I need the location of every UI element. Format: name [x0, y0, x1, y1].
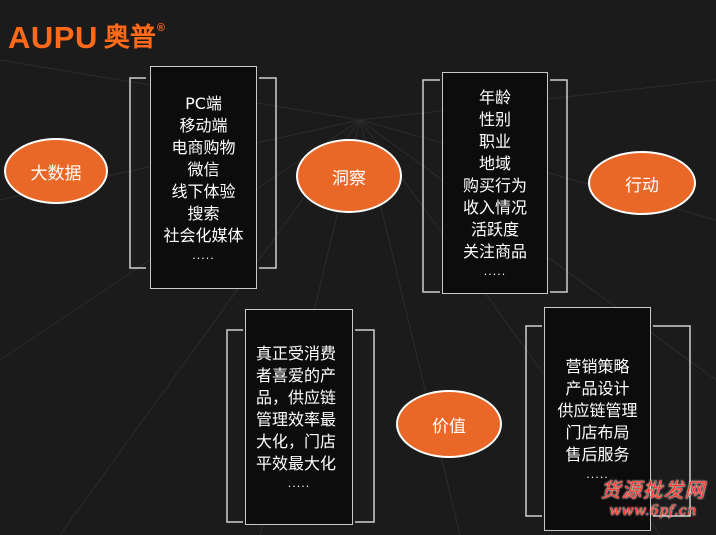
attribute-item: 性别 [478, 110, 511, 129]
attribute-item: 职业 [478, 132, 511, 151]
value-description-box: 真正受消费 者喜爱的产 品，供应链 管理效率最 大化，门店 平效最大化 ....… [245, 309, 353, 525]
value-text-line: 大化，门店 [256, 432, 337, 451]
channel-item: 微信 [187, 159, 220, 179]
channel-item: 电商购物 [171, 137, 236, 157]
function-item: 售后服务 [565, 445, 630, 464]
node-value: 价值 [396, 390, 502, 458]
aupu-logo: AUPU 奥普 ® [8, 22, 165, 54]
value-text-line: 管理效率最 [256, 410, 337, 429]
function-item: 产品设计 [565, 379, 630, 398]
attribute-item: 关注商品 [462, 242, 527, 261]
attribute-item: 年龄 [478, 88, 511, 107]
logo-chinese: 奥普 [103, 23, 156, 53]
value-ellipsis: ..... [287, 477, 311, 490]
value-text-line: 者喜爱的产 [256, 366, 337, 385]
logo-wordmark: AUPU [8, 20, 98, 55]
functions-box: 营销策略 产品设计 供应链管理 门店布局 售后服务 ..... [544, 307, 651, 531]
node-insight: 洞察 [296, 139, 402, 213]
channels-ellipsis: ..... [192, 248, 215, 262]
logo-registered-mark: ® [156, 22, 165, 34]
attribute-item: 地域 [478, 154, 511, 173]
watermark-title: 货源批发网 [600, 478, 706, 502]
value-text-line: 品，供应链 [256, 388, 337, 407]
channels-box: PC端 移动端 电商购物 微信 线下体验 搜索 社会化媒体 ..... [150, 66, 257, 289]
attribute-item: 活跃度 [470, 220, 519, 239]
channel-item: PC端 [185, 93, 222, 113]
value-text-line: 平效最大化 [256, 454, 337, 473]
watermark: 货源批发网 www.6pf.cn [592, 478, 714, 520]
channel-item: 移动端 [179, 115, 228, 135]
watermark-url: www.6pf.cn [609, 503, 697, 519]
node-action: 行动 [588, 151, 696, 215]
attributes-box: 年龄 性别 职业 地域 购买行为 收入情况 活跃度 关注商品 ..... [442, 72, 548, 294]
function-item: 门店布局 [565, 423, 630, 442]
function-item: 供应链管理 [557, 401, 638, 420]
attribute-item: 购买行为 [462, 176, 527, 195]
attributes-ellipsis: ..... [483, 265, 507, 278]
functions-ellipsis: ..... [586, 468, 609, 481]
value-text-line: 真正受消费 [256, 344, 337, 363]
channel-item: 搜索 [187, 203, 220, 223]
node-big-data: 大数据 [4, 138, 108, 204]
channel-item: 线下体验 [171, 181, 236, 201]
attribute-item: 收入情况 [462, 198, 527, 217]
function-item: 营销策略 [565, 357, 630, 376]
channel-item: 社会化媒体 [163, 225, 244, 245]
